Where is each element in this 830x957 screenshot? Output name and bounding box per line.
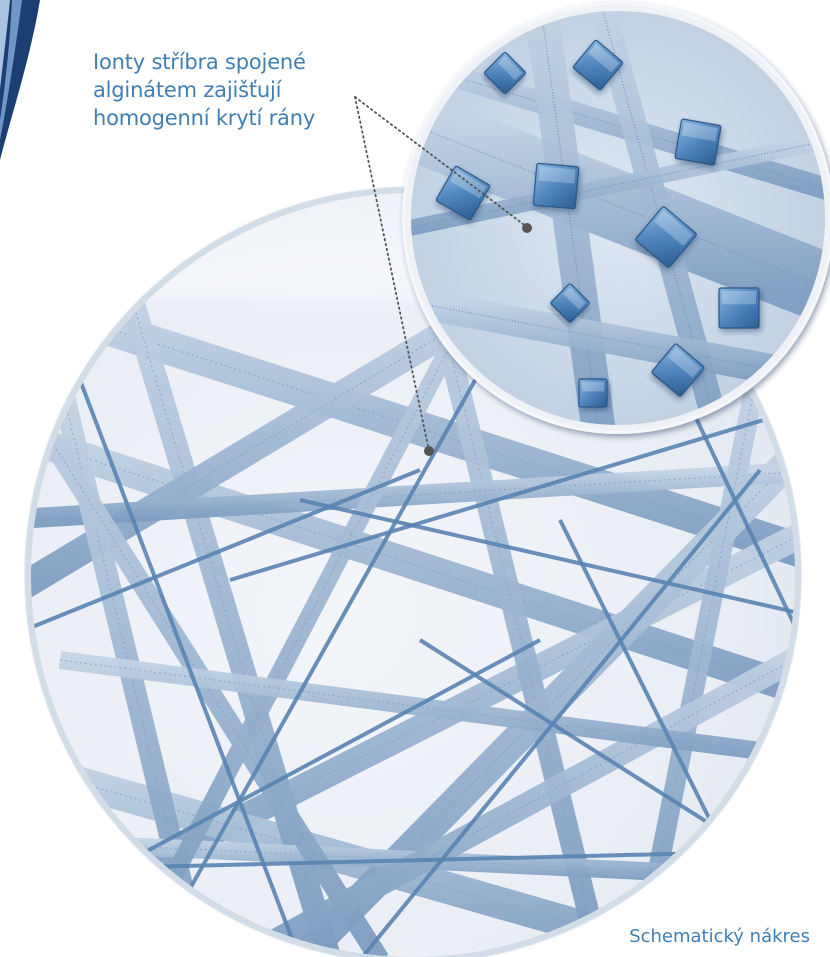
caption: Schematický nákres: [629, 926, 810, 947]
callout-line-1: Ionty stříbra spojené: [93, 48, 393, 76]
silver-ion-cube: [719, 288, 759, 328]
ion-highlight: [582, 382, 604, 391]
silver-ion-cube: [579, 379, 607, 407]
leader-dot-main: [424, 446, 434, 456]
ion-highlight: [722, 291, 756, 304]
callout-line-3: homogenní krytí rány: [93, 104, 393, 132]
silver-ion-cube: [533, 163, 579, 209]
corner-swoosh: [0, 0, 40, 160]
callout-text: Ionty stříbra spojené alginátem zajišťuj…: [93, 48, 393, 132]
leader-dot-zoom: [522, 223, 532, 233]
callout-line-2: alginátem zajišťují: [93, 76, 393, 104]
silver-ion-cube: [675, 119, 721, 165]
